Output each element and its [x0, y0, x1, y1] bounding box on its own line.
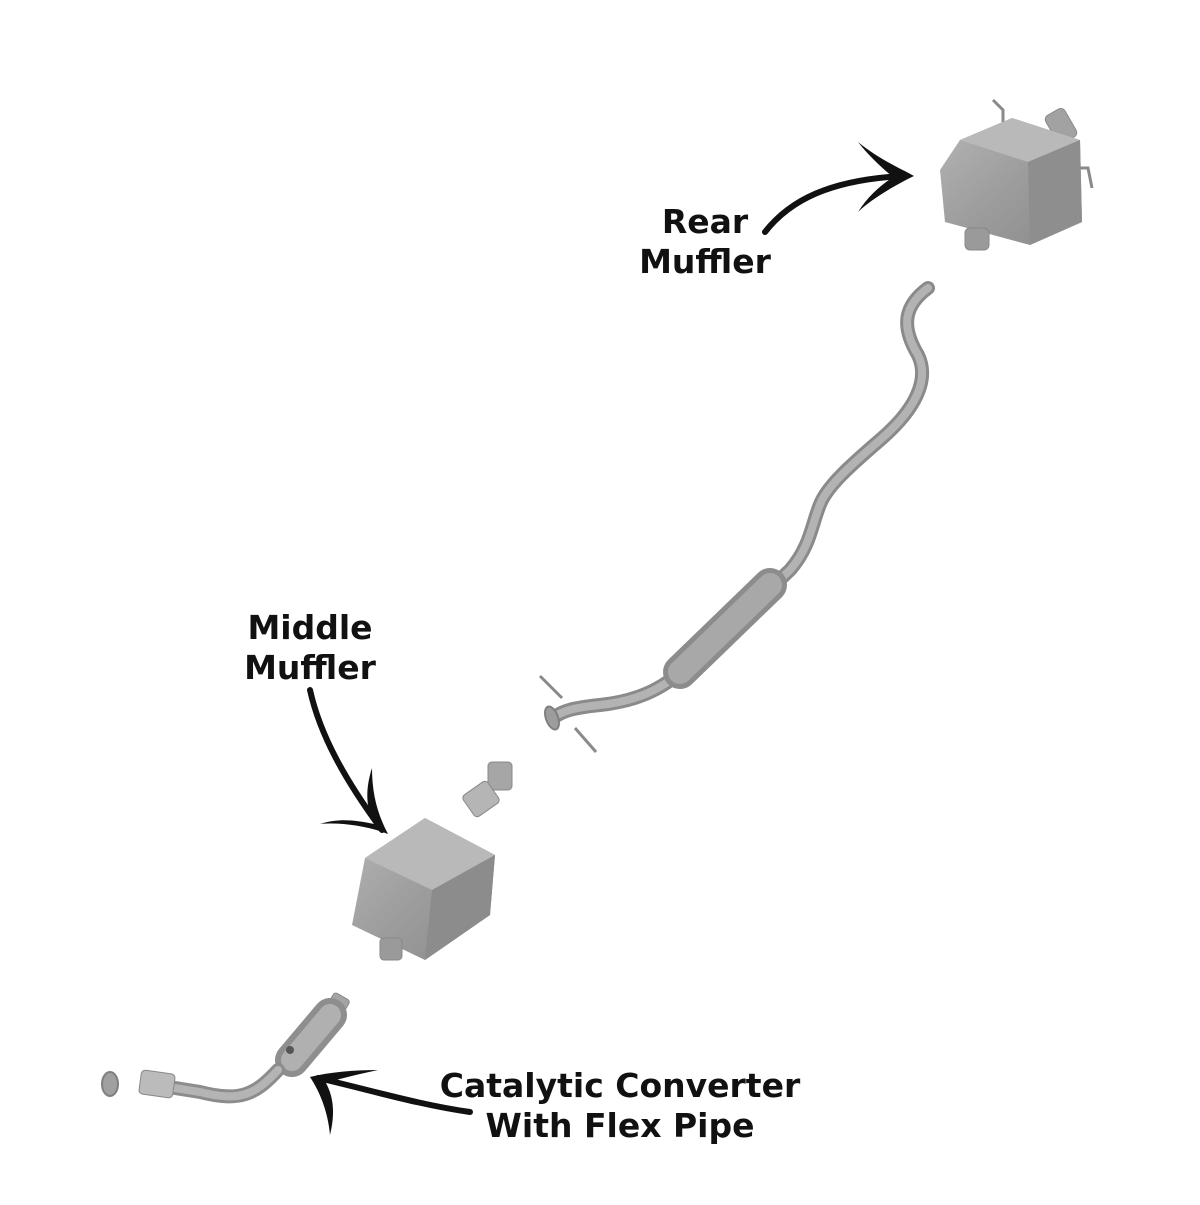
arrow-middle-muffler [307, 687, 388, 834]
rear-muffler-label: Rear Muffler [620, 202, 790, 282]
rear-muffler-label-line1: Rear [661, 202, 749, 241]
rear-muffler [940, 98, 1094, 251]
arrow-rear-muffler [762, 142, 914, 235]
catalytic-converter-label: Catalytic Converter With Flex Pipe [420, 1066, 820, 1146]
middle-muffler-label: Middle Muffler [220, 608, 400, 688]
intermediate-pipe [538, 281, 935, 753]
rear-muffler-label-line2: Muffler [639, 242, 771, 281]
catalytic-converter-label-line1: Catalytic Converter [439, 1066, 801, 1105]
middle-muffler-label-line1: Middle [247, 608, 373, 647]
arrow-catalytic-converter [310, 1070, 473, 1135]
catalytic-converter-label-line2: With Flex Pipe [485, 1106, 755, 1145]
catalytic-converter [101, 992, 350, 1104]
middle-muffler-label-line2: Muffler [244, 648, 376, 687]
middle-muffler [352, 761, 513, 961]
